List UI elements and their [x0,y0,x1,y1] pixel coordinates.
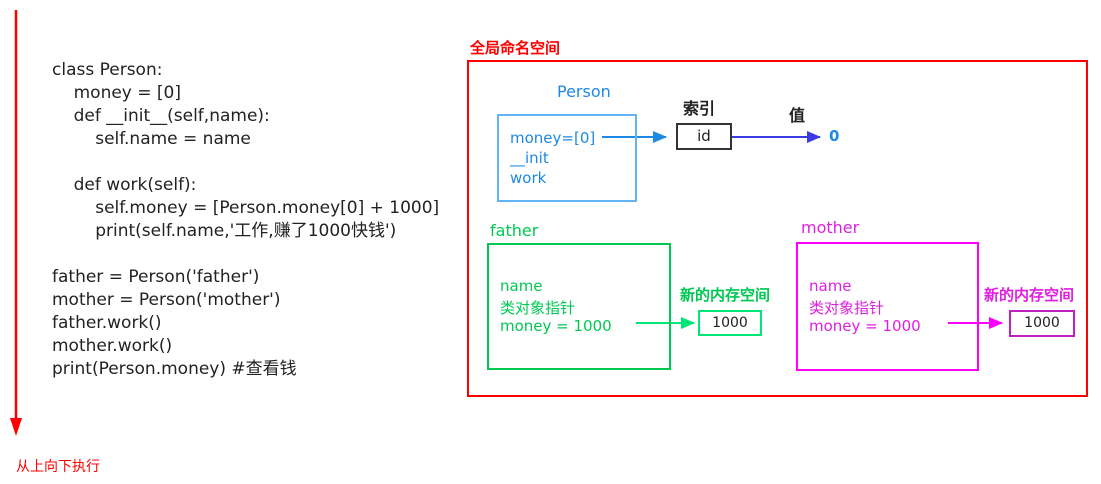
index-label: 索引 [683,99,716,118]
mother-member-2: money = 1000 [809,317,921,335]
flow-arrow-head [10,418,22,436]
value-text: 0 [829,127,840,145]
mother-member-0: name [809,277,852,295]
father-new-memory-value: 1000 [712,315,748,331]
global-namespace-title: 全局命名空间 [470,39,561,57]
person-member-1: __init [510,149,549,167]
code-line: def __init__(self,name): [52,106,270,126]
code-listing: class Person: money = [0] def __init__(s… [52,59,439,381]
id-box: id [676,123,732,150]
code-line: self.name = name [52,129,251,149]
code-line: father.work() [52,313,162,333]
id-text: id [697,127,711,145]
father-title: father [490,221,539,240]
code-line: def work(self): [52,175,197,195]
person-member-0: money=[0] [510,129,596,147]
mother-new-memory-label: 新的内存空间 [984,286,1075,304]
mother-member-1: 类对象指针 [809,299,885,317]
code-line: mother = Person('mother') [52,290,281,310]
code-line: class Person: [52,60,163,80]
person-class-box [497,114,637,202]
father-member-1: 类对象指针 [500,299,576,317]
mother-new-memory-box: 1000 [1009,310,1075,337]
mother-instance-box [796,242,979,371]
code-line: money = [0] [52,83,182,103]
mother-title: mother [801,218,860,237]
code-line: mother.work() [52,336,173,356]
mother-new-memory-value: 1000 [1024,315,1060,331]
father-member-0: name [500,277,543,295]
code-line [52,243,439,266]
code-line: print(self.name,'工作,赚了1000快钱') [52,221,397,241]
code-line: father = Person('father') [52,267,260,287]
father-member-2: money = 1000 [500,317,612,335]
father-new-memory-box: 1000 [698,310,762,336]
code-line: self.money = [Person.money[0] + 1000] [52,198,440,218]
father-new-memory-label: 新的内存空间 [680,286,771,304]
person-member-2: work [510,169,547,187]
flow-label: 从上向下执行 [16,459,100,475]
father-instance-box [487,243,671,370]
code-line [52,151,439,174]
global-namespace-box [467,60,1088,397]
code-line: print(Person.money) #查看钱 [52,359,297,379]
value-label: 值 [789,106,806,125]
person-title: Person [557,82,611,101]
